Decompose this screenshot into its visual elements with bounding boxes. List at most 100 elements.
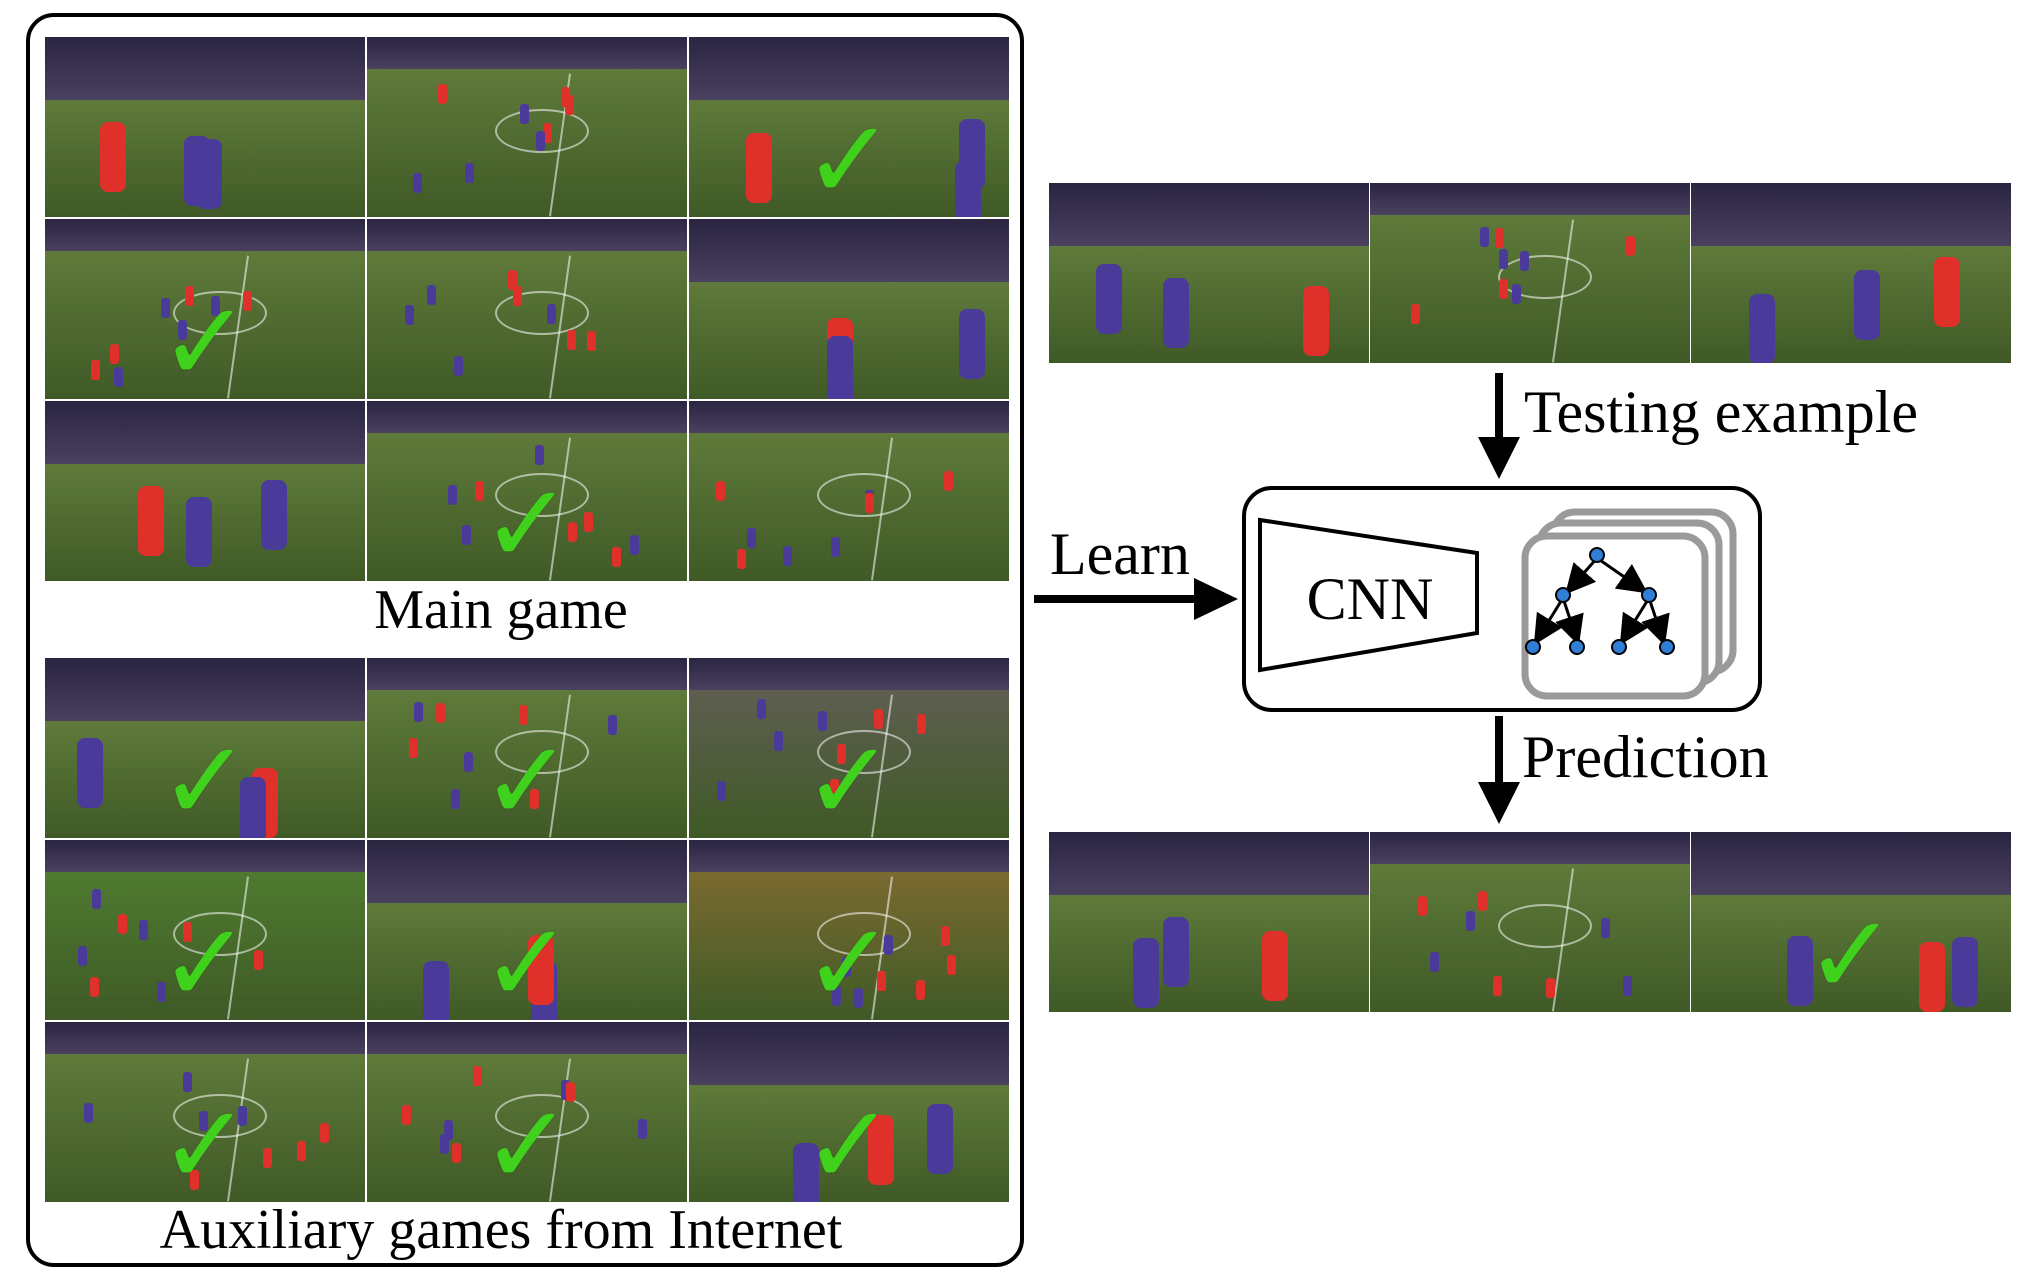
player-figure — [427, 284, 437, 305]
crowd-area — [367, 840, 687, 903]
auxiliary-game-frame: ✓ — [367, 658, 687, 838]
crowd-area — [689, 840, 1009, 873]
player-figure — [452, 1143, 462, 1164]
player-figure — [1512, 284, 1522, 305]
player-figure — [239, 776, 266, 838]
player-figure — [1477, 890, 1487, 911]
player-figure — [242, 290, 252, 311]
pitch-area — [689, 1085, 1009, 1202]
prediction-frame — [1049, 832, 1369, 1012]
testing-frame — [1049, 183, 1369, 363]
crowd-area — [689, 219, 1009, 282]
player-figure — [946, 954, 956, 975]
center-circle — [817, 912, 911, 956]
player-figure — [638, 1118, 648, 1139]
player-figure — [401, 1105, 411, 1126]
player-figure — [437, 83, 447, 104]
player-figure — [185, 496, 212, 567]
main-game-frame — [45, 401, 365, 581]
auxiliary-game-frame: ✓ — [367, 1022, 687, 1202]
player-figure — [864, 493, 874, 514]
player-figure — [1546, 977, 1556, 998]
player-figure — [83, 1103, 93, 1124]
crowd-area — [1691, 183, 2011, 246]
center-circle — [495, 1094, 589, 1138]
crowd-area — [367, 658, 687, 691]
testing-arrow-shaft — [1495, 373, 1503, 439]
player-figure — [184, 285, 194, 306]
learn-label: Learn — [1050, 521, 1190, 587]
crowd-area — [45, 37, 365, 100]
player-figure — [1498, 279, 1508, 300]
auxiliary-games-frame-grid: ✓✓✓✓✓✓✓✓✓ — [45, 658, 1009, 1202]
main-game-frame — [367, 37, 687, 217]
player-figure — [413, 701, 423, 722]
player-figure — [527, 934, 554, 1005]
checkmark-icon: ✓ — [1804, 891, 1898, 1012]
player-figure — [817, 711, 827, 732]
auxiliary-games-label: Auxiliary games from Internet — [159, 1199, 843, 1261]
player-figure — [199, 1111, 209, 1132]
testing-example-label: Testing example — [1524, 379, 1919, 445]
player-figure — [746, 528, 756, 549]
training-panel — [26, 13, 1024, 1267]
player-figure — [884, 935, 894, 956]
player-figure — [737, 549, 747, 570]
crowd-area — [1049, 832, 1369, 895]
testing-frame — [1370, 183, 1690, 363]
crowd-area — [1049, 183, 1369, 246]
player-figure — [1952, 937, 1979, 1008]
player-figure — [1601, 917, 1611, 938]
player-figure — [536, 131, 546, 152]
main-game-frame-grid: ✓✓✓ — [45, 37, 1009, 581]
crowd-area — [1370, 832, 1690, 865]
player-figure — [546, 303, 556, 324]
checkmark-icon: ✓ — [802, 717, 896, 838]
player-figure — [91, 888, 101, 909]
player-figure — [1493, 975, 1503, 996]
player-figure — [583, 511, 593, 532]
player-figure — [1429, 951, 1439, 972]
player-figure — [184, 136, 211, 207]
player-figure — [874, 708, 884, 729]
player-figure — [561, 1080, 571, 1101]
player-figure — [1417, 896, 1427, 917]
auxiliary-game-frame: ✓ — [689, 840, 1009, 1020]
learn-arrow-shaft — [1034, 595, 1196, 603]
testing-frame — [1691, 183, 2011, 363]
player-figure — [296, 1141, 306, 1162]
player-figure — [782, 545, 792, 566]
pitch-area — [367, 903, 687, 1020]
auxiliary-game-frame: ✓ — [45, 840, 365, 1020]
player-figure — [100, 122, 127, 193]
player-figure — [139, 920, 149, 941]
auxiliary-game-frame: ✓ — [45, 1022, 365, 1202]
player-figure — [447, 484, 457, 505]
player-figure — [1303, 285, 1330, 356]
player-figure — [1918, 942, 1945, 1012]
checkmark-icon: ✓ — [480, 899, 574, 1020]
prediction-arrow-shaft — [1495, 716, 1503, 786]
crowd-area — [1691, 832, 2011, 895]
checkmark-icon: ✓ — [158, 899, 252, 1020]
player-figure — [927, 1103, 954, 1174]
main-game-frame: ✓ — [367, 401, 687, 581]
player-figure — [439, 1134, 449, 1155]
auxiliary-game-frame: ✓ — [689, 658, 1009, 838]
tree-structure-icon — [1521, 508, 1737, 700]
player-figure — [237, 1105, 247, 1126]
main-game-frame — [367, 219, 687, 399]
player-figure — [959, 308, 986, 379]
player-figure — [841, 957, 851, 978]
main-game-frame — [689, 401, 1009, 581]
player-figure — [451, 789, 461, 810]
player-figure — [443, 1120, 453, 1141]
player-figure — [1749, 294, 1776, 363]
player-figure — [465, 162, 475, 183]
crowd-area — [689, 401, 1009, 434]
prediction-frame: ✓ — [1691, 832, 2011, 1012]
player-figure — [1519, 251, 1529, 272]
testing-example-strip — [1049, 183, 2011, 363]
player-figure — [409, 737, 418, 758]
player-figure — [836, 744, 846, 765]
